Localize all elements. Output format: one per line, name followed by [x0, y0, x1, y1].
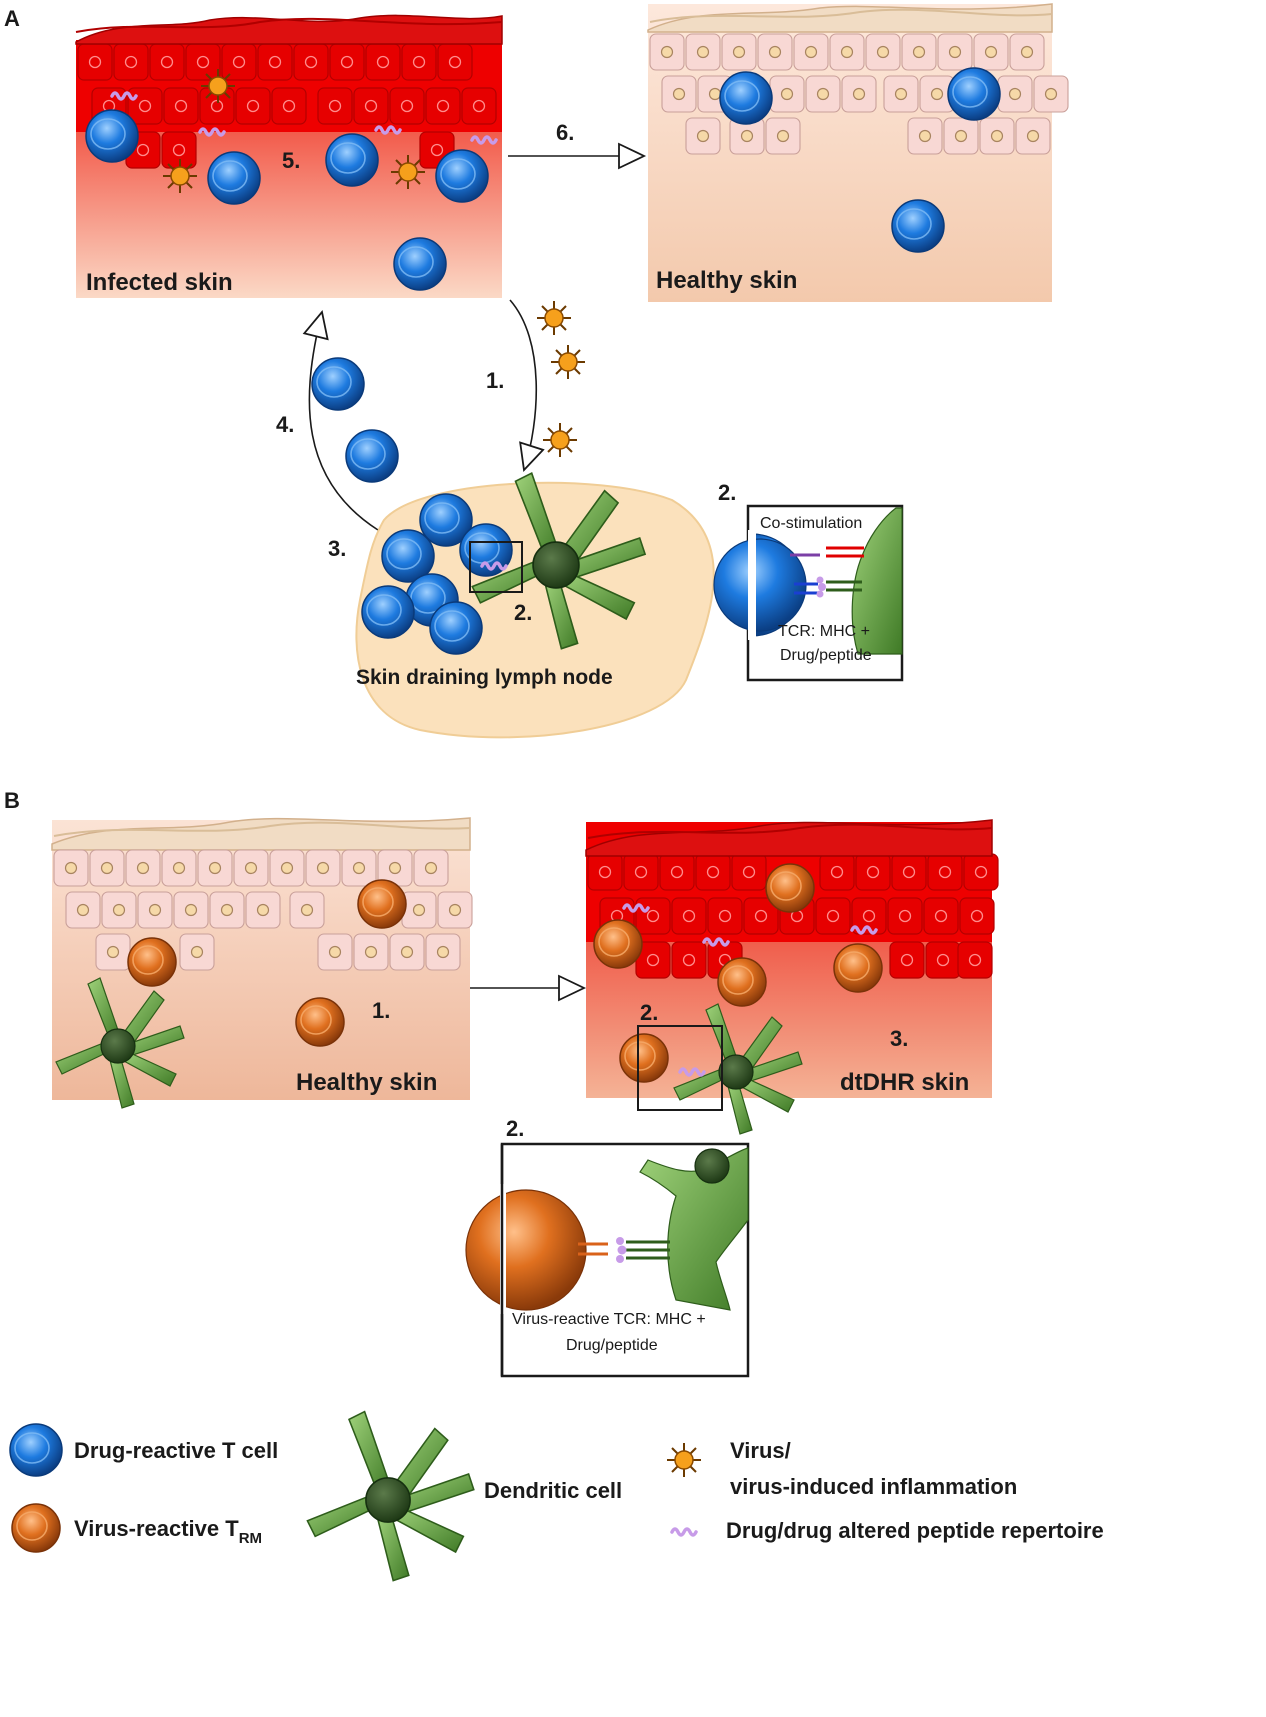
drug-reactive-t-cell: [719, 71, 773, 125]
drug-reactive-t-cell: [85, 109, 139, 163]
legend-drug-t-cell-label: Drug-reactive T cell: [74, 1438, 278, 1463]
virus-reactive-trm: [357, 879, 407, 929]
drug-reactive-t-cell: [891, 199, 945, 253]
dtdhr-skin: 2. 3. dtDHR skin: [585, 819, 999, 1135]
virus-reactive-trm: [833, 943, 883, 993]
step-b3-label: 3.: [890, 1026, 908, 1051]
drug-reactive-t-cell: [345, 429, 399, 483]
virus-icon: [200, 68, 236, 104]
virus-reactive-trm: [619, 1033, 669, 1083]
drug-reactive-t-cell: [393, 237, 447, 291]
arrow-4: [302, 309, 379, 531]
legend-virus-trm-subscript: RM: [239, 1530, 262, 1547]
virus-reactive-trm: [295, 997, 345, 1047]
legend-virus-label-line1: Virus/: [730, 1438, 791, 1463]
lymph-node-label: Skin draining lymph node: [356, 666, 613, 689]
step-2-label: 2.: [514, 600, 532, 625]
interaction-highlight-box: [637, 1025, 723, 1111]
drug-reactive-t-cell: [207, 151, 261, 205]
virus-reactive-trm: [127, 937, 177, 987]
virus-icon: [162, 158, 198, 194]
inset-b-number: 2.: [506, 1116, 524, 1141]
drug-reactive-t-cell: [361, 585, 415, 639]
inset-a-tcr-line1: TCR: MHC +: [778, 623, 870, 640]
drug-reactive-t-cell: [947, 67, 1001, 121]
inset-a-tcr-line2: Drug/peptide: [780, 647, 872, 664]
virus-icon: [550, 344, 586, 380]
legend-drug-t-cell-icon: [9, 1423, 63, 1477]
step-1-label: 1.: [486, 368, 504, 393]
legend: Drug-reactive T cell Virus-reactive TRM …: [9, 1410, 1104, 1582]
costimulation-label: Co-stimulation: [760, 515, 862, 532]
inset-b-tcr-line2: Drug/peptide: [566, 1337, 658, 1354]
infected-skin-label: Infected skin: [86, 269, 233, 296]
virus-icon: [390, 154, 426, 190]
virus-reactive-trm: [717, 957, 767, 1007]
lymph-node: 2. Skin draining lymph node: [355, 472, 715, 739]
healthy-skin-b: 1. Healthy skin: [51, 817, 473, 1109]
legend-virus-icon: [666, 1442, 702, 1478]
legend-virus-trm-text: Virus-reactive T: [74, 1516, 239, 1541]
legend-peptide-label: Drug/drug altered peptide repertoire: [726, 1518, 1104, 1543]
legend-dendritic-cell-icon: [306, 1410, 475, 1582]
inset-b-tcr-line1: Virus-reactive TCR: MHC +: [512, 1311, 706, 1328]
virus-reactive-trm: [765, 863, 815, 913]
inset-a-number: 2.: [718, 480, 736, 505]
inflamed-stratum-corneum: [585, 819, 993, 857]
virus-icon: [542, 422, 578, 458]
inset-a-costimulation: 2. Co-stimulation TCR: MHC + Drug/peptid…: [713, 480, 904, 682]
drug-reactive-t-cell: [325, 133, 379, 187]
step-6-label: 6.: [556, 120, 574, 145]
virus-reactive-trm: [593, 919, 643, 969]
virus-icon: [536, 300, 572, 336]
panel-a-letter: A: [4, 6, 20, 31]
drug-reactive-t-cell: [429, 601, 483, 655]
infected-skin-a: 5. Infected skin: [75, 14, 503, 298]
step-5-label: 5.: [282, 148, 300, 173]
healthy-skin-b-label: Healthy skin: [296, 1069, 437, 1096]
legend-virus-label-line2: virus-induced inflammation: [730, 1474, 1017, 1499]
drug-reactive-t-cell: [311, 357, 365, 411]
legend-virus-trm-icon: [11, 1503, 61, 1553]
healthy-skin-label: Healthy skin: [656, 267, 797, 294]
panel-b-letter: B: [4, 788, 20, 813]
drug-reactive-t-cell: [435, 149, 489, 203]
step-b2-label: 2.: [640, 1000, 658, 1025]
dtdhr-skin-label: dtDHR skin: [840, 1069, 969, 1096]
legend-dendritic-cell-label: Dendritic cell: [484, 1478, 622, 1503]
healthy-skin-a: Healthy skin: [647, 3, 1069, 302]
interaction-highlight-box: [469, 541, 523, 593]
step-b1-label: 1.: [372, 998, 390, 1023]
inset-b-tcr: 2. Virus-reactive TCR: MHC + Drug/peptid…: [465, 1116, 750, 1378]
legend-peptide-icon: [670, 1527, 698, 1537]
legend-virus-trm-label: Virus-reactive TRM: [74, 1516, 262, 1547]
arrow-1: [509, 299, 545, 472]
step-4-label: 4.: [276, 412, 294, 437]
step-3-label: 3.: [328, 536, 346, 561]
